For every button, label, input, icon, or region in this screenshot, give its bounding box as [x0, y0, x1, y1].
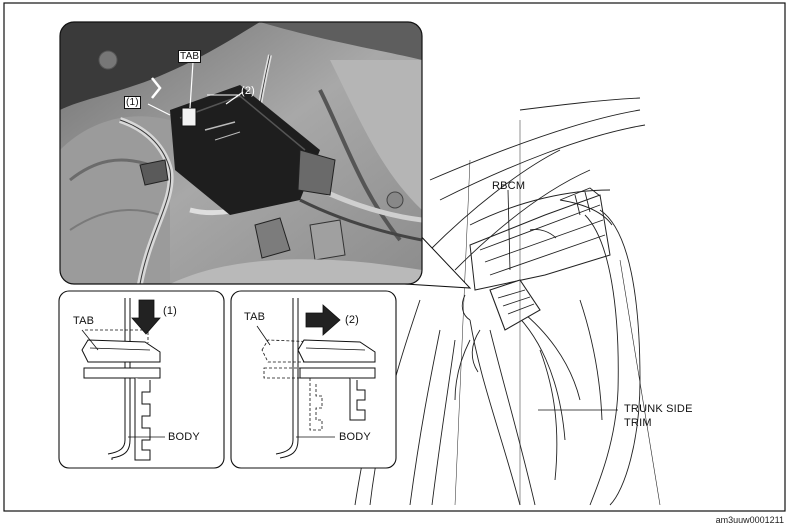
- photo-step2-label: (2): [241, 85, 256, 97]
- detail-right-body-label: BODY: [339, 431, 371, 443]
- photo-tab-label: TAB: [178, 50, 202, 63]
- detail-right-step-label: (2): [345, 314, 360, 326]
- detail-left-tab-label: TAB: [73, 315, 95, 327]
- trunk-side-trim-label-line2: TRIM: [624, 417, 652, 429]
- detail-left-body-label: BODY: [168, 431, 200, 443]
- detail-left-step-label: (1): [163, 305, 178, 317]
- detail-panel-right: [230, 290, 397, 469]
- rbcm-label: RBCM: [492, 180, 526, 192]
- trunk-side-trim-label-line1: TRUNK SIDE: [624, 403, 693, 415]
- figure-id: am3uuw0001211: [715, 515, 784, 525]
- photo-inset: [59, 21, 423, 285]
- trunk-line-drawing: [354, 97, 661, 506]
- photo-step1-label: (1): [124, 96, 141, 109]
- detail-panel-left: [58, 290, 225, 469]
- detail-right-tab-label: TAB: [244, 311, 266, 323]
